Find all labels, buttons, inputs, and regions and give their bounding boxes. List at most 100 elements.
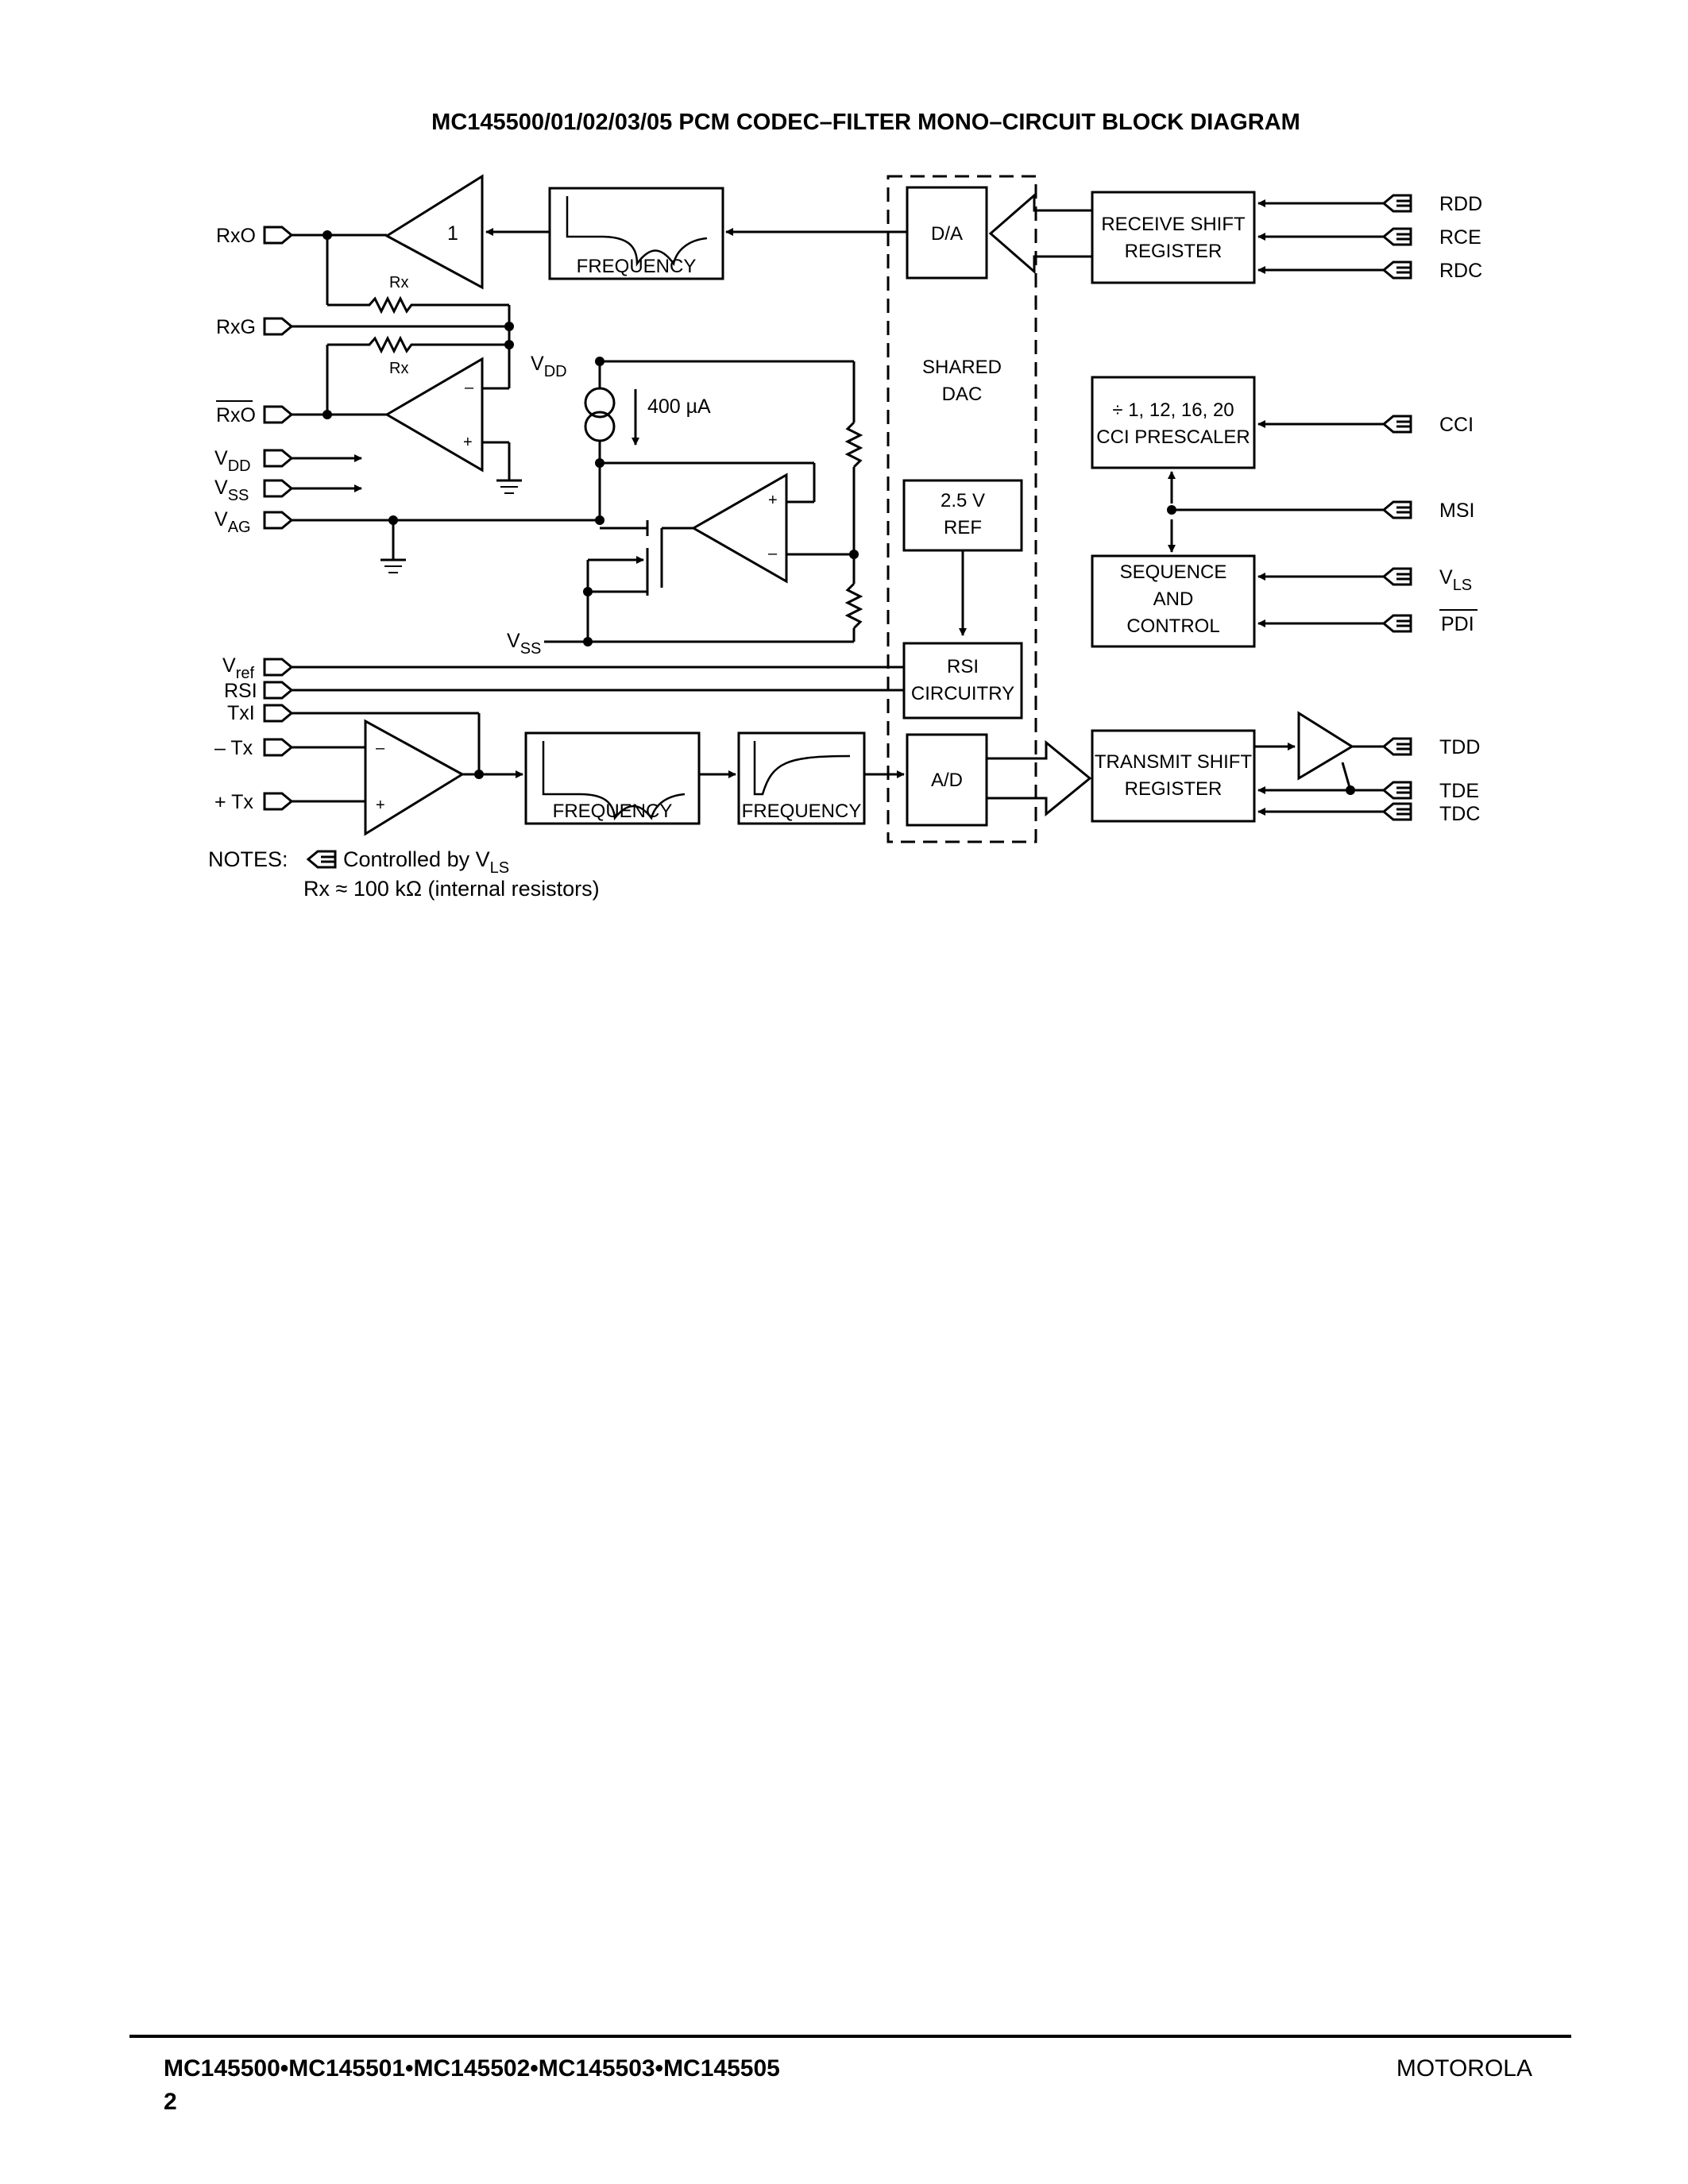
sequence-label-1: SEQUENCE [1120, 561, 1227, 583]
receive-bus-arrow-icon [988, 192, 1092, 275]
page-title: MC145500/01/02/03/05 PCM CODEC–FILTER MO… [431, 110, 1300, 135]
pin-tdd-icon [1381, 737, 1412, 756]
pin-vdd-icon [263, 449, 294, 468]
ref-label-1: 2.5 V [941, 490, 985, 511]
pin-rxo-icon [263, 226, 294, 245]
rsi-circuitry-block [902, 642, 1023, 720]
pin-pdi-icon [1381, 614, 1412, 633]
pin-rxo-bar-icon [263, 405, 294, 424]
footer-part-numbers: MC145500•MC145501•MC145502•MC145503•MC14… [164, 2055, 780, 2082]
tx-filter-2-response-icon [753, 741, 851, 796]
pin-label-vls: VLS [1439, 566, 1472, 594]
junction-dots [323, 230, 1355, 795]
pin-rsi-icon [263, 681, 294, 700]
transmit-shift-register-block [1091, 729, 1256, 823]
resistor-rx-top-icon [327, 295, 509, 314]
cci-prescaler-block [1091, 376, 1256, 469]
pin-vss-icon [263, 479, 294, 498]
da-label: D/A [931, 223, 963, 245]
vss-internal-label: VSS [507, 630, 541, 658]
pin-msi-icon [1381, 500, 1412, 519]
prescaler-label-1: ÷ 1, 12, 16, 20 [1112, 399, 1234, 421]
rsi-circuitry-label-1: RSI [947, 656, 979, 677]
pin-label-plus-tx: + Tx [214, 791, 253, 813]
sequence-label-3: CONTROL [1126, 615, 1219, 637]
transmit-bus-arrow-icon [987, 739, 1092, 817]
footer-brand: MOTOROLA [1396, 2055, 1532, 2082]
pin-txi-icon [263, 704, 294, 723]
ad-block [906, 733, 988, 827]
tx-filter-1-response-icon [542, 741, 686, 821]
footer-rule [129, 2035, 1571, 2038]
current-label: 400 µA [647, 396, 711, 418]
pin-label-msi: MSI [1439, 500, 1474, 522]
pin-label-pdi: PDI [1441, 613, 1474, 635]
pin-vag-icon [263, 511, 294, 530]
resistor-divider-top-icon [844, 421, 863, 469]
footer-page-number: 2 [164, 2089, 177, 2115]
amp3-plus: + [376, 797, 385, 814]
transmit-input-amp-icon [364, 719, 465, 836]
amp1-minus: – [465, 379, 474, 396]
pin-label-vag: VAG [214, 508, 251, 536]
da-block [906, 186, 988, 280]
pin-rce-icon [1381, 227, 1412, 246]
ad-label: A/D [931, 770, 963, 791]
tdd-output-buffer-icon [1297, 711, 1354, 781]
tx-filter-2-label: FREQUENCY [742, 801, 862, 822]
tx-filter-1-label: FREQUENCY [553, 801, 673, 822]
pin-label-cci: CCI [1439, 414, 1474, 436]
notes-controlled-by: Controlled by VLS [343, 847, 509, 877]
note-pin-symbol-icon [306, 850, 337, 869]
receive-shift-label-1: RECEIVE SHIFT [1101, 214, 1246, 235]
pin-label-rdd: RDD [1439, 193, 1482, 215]
receive-shift-register-block [1091, 191, 1256, 284]
notes-heading: NOTES: [208, 847, 288, 871]
tx-filter-1-block [524, 731, 701, 825]
reference-opamp-icon [690, 473, 788, 584]
transmit-shift-label-2: REGISTER [1125, 778, 1223, 800]
block-diagram: RxO RxG RxO VDD VSS VAG Vref RSI TxI – T… [208, 174, 1482, 901]
pin-label-rxo: RxO [216, 225, 256, 247]
pin-vref-icon [263, 658, 294, 677]
pin-label-rce: RCE [1439, 226, 1481, 249]
pin-cci-icon [1381, 415, 1412, 434]
rx-bottom-label: Rx [389, 360, 408, 377]
rx-filter-response-icon [566, 196, 708, 267]
pin-label-vss: VSS [214, 477, 249, 504]
shared-dac-label-2: DAC [942, 384, 983, 405]
pin-label-tdd: TDD [1439, 736, 1480, 758]
pin-label-rxg: RxG [216, 316, 256, 338]
resistor-divider-bottom-icon [844, 582, 863, 630]
output-buffer-icon [384, 174, 484, 290]
rx-filter-block [548, 187, 724, 280]
amp1-plus: + [463, 434, 473, 451]
buffer-gain-label: 1 [447, 222, 458, 245]
pin-label-tdc: TDC [1439, 803, 1480, 825]
vdd-internal-label: VDD [531, 353, 567, 380]
shared-dac-label-1: SHARED [922, 357, 1002, 378]
shared-dac-region [886, 175, 1037, 843]
amp2-plus: + [768, 492, 778, 509]
amp3-minus: – [376, 739, 385, 757]
pin-tde-icon [1381, 781, 1412, 800]
pin-rdd-icon [1381, 194, 1412, 213]
pin-tdc-icon [1381, 802, 1412, 821]
rxo-bar-amp-icon [384, 357, 484, 473]
pin-label-rsi: RSI [224, 680, 257, 702]
notes-rx-value: Rx ≈ 100 kΩ (internal resistors) [303, 877, 600, 901]
pin-label-vdd: VDD [214, 447, 251, 475]
pin-rxg-icon [263, 317, 294, 336]
pin-label-txi: TxI [227, 702, 255, 724]
pin-label-rdc: RDC [1439, 260, 1482, 282]
rsi-circuitry-label-2: CIRCUITRY [911, 683, 1014, 704]
pin-vls-icon [1381, 567, 1412, 586]
tx-filter-2-block [737, 731, 866, 825]
rx-filter-label: FREQUENCY [577, 256, 697, 277]
pin-label-vref: Vref [222, 654, 254, 682]
pin-label-minus-tx: – Tx [214, 737, 253, 759]
receive-shift-label-2: REGISTER [1125, 241, 1223, 262]
sequence-and-control-block [1091, 554, 1256, 648]
pin-label-tde: TDE [1439, 780, 1479, 802]
transmit-shift-label-1: TRANSMIT SHIFT [1095, 751, 1253, 773]
